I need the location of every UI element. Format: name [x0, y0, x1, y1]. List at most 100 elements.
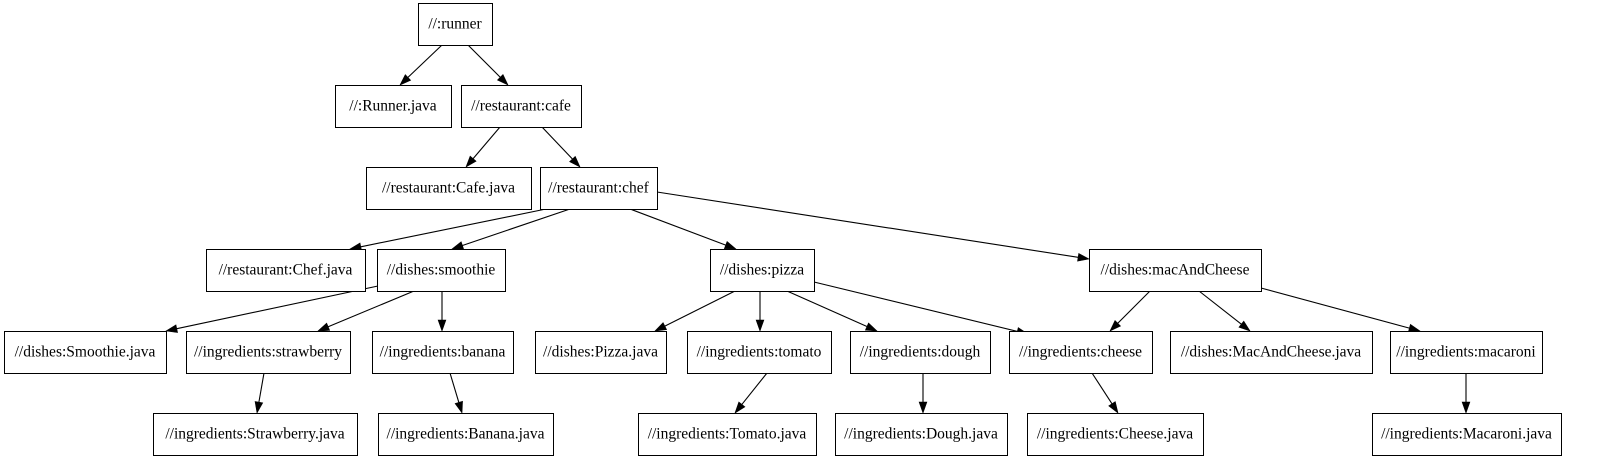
edge-dishes_smoothie-to-ing_strawberry [317, 290, 415, 332]
node-label: //ingredients:Banana.java [387, 426, 545, 443]
graph-node-tomato_java[interactable]: //ingredients:Tomato.java [638, 413, 817, 456]
node-box[interactable] [1009, 331, 1153, 374]
node-label: //ingredients:tomato [697, 344, 822, 361]
graph-node-ing_dough[interactable]: //ingredients:dough [850, 331, 991, 374]
edge-line [813, 281, 1018, 332]
edge-line [360, 208, 547, 248]
graph-node-strawberry_java[interactable]: //ingredients:Strawberry.java [153, 413, 358, 456]
node-box[interactable] [540, 167, 658, 210]
graph-node-ing_banana[interactable]: //ingredients:banana [372, 331, 514, 374]
graph-node-dishes_macandchz[interactable]: //dishes:macAndCheese [1089, 249, 1262, 292]
node-box[interactable] [638, 413, 817, 456]
graph-node-chef_java[interactable]: //restaurant:Chef.java [206, 249, 366, 292]
node-box[interactable] [1089, 249, 1262, 292]
edge-line [664, 290, 736, 327]
node-box[interactable] [687, 331, 832, 374]
node-box[interactable] [186, 331, 351, 374]
node-box[interactable] [535, 331, 667, 374]
edge-line [1198, 290, 1242, 325]
graph-node-macaroni_java[interactable]: //ingredients:Macaroni.java [1372, 413, 1562, 456]
graph-node-cafe_java[interactable]: //restaurant:Cafe.java [366, 167, 532, 210]
edge-line [741, 372, 768, 405]
graph-node-ing_strawberry[interactable]: //ingredients:strawberry [186, 331, 351, 374]
graph-node-pizza_java[interactable]: //dishes:Pizza.java [535, 331, 667, 374]
arrowhead-icon [1108, 401, 1119, 414]
graph-node-ing_tomato[interactable]: //ingredients:tomato [687, 331, 832, 374]
edge-line [462, 208, 571, 246]
edge-line [449, 372, 460, 403]
node-label: //dishes:pizza [720, 262, 804, 279]
graph-node-runner_java[interactable]: //:Runner.java [335, 85, 452, 128]
node-label: //ingredients:banana [380, 344, 506, 361]
arrowhead-icon [654, 322, 668, 332]
arrowhead-icon [1109, 319, 1122, 332]
edge-line [258, 372, 265, 403]
node-label: //ingredients:cheese [1019, 344, 1142, 361]
edge-restaurant_chef-to-dishes_smoothie [451, 208, 571, 250]
arrowhead-icon [1461, 401, 1471, 414]
edge-dishes_pizza-to-ing_dough [786, 290, 878, 332]
arrowhead-icon [465, 155, 477, 168]
node-box[interactable] [4, 331, 167, 374]
node-label: //restaurant:cafe [471, 98, 571, 115]
arrowhead-icon [864, 322, 878, 332]
node-box[interactable] [418, 3, 493, 46]
edge-restaurant_chef-to-chef_java [349, 208, 547, 251]
graph-node-restaurant_cafe[interactable]: //restaurant:cafe [461, 85, 582, 128]
node-box[interactable] [377, 249, 506, 292]
graph-node-dishes_smoothie[interactable]: //dishes:smoothie [377, 249, 506, 292]
edge-dishes_smoothie-to-smoothie_java [165, 285, 379, 333]
node-box[interactable] [461, 85, 582, 128]
graph-node-dishes_pizza[interactable]: //dishes:pizza [710, 249, 815, 292]
node-box[interactable] [378, 413, 554, 456]
node-box[interactable] [1027, 413, 1204, 456]
edge-line [629, 208, 726, 246]
graph-node-macandchz_java[interactable]: //dishes:MacAndCheese.java [1170, 331, 1373, 374]
graph-node-banana_java[interactable]: //ingredients:Banana.java [378, 413, 554, 456]
graph-node-runner[interactable]: //:runner [418, 3, 493, 46]
node-box[interactable] [153, 413, 358, 456]
node-box[interactable] [850, 331, 991, 374]
edge-dishes_macandchz-to-macandchz_java [1198, 290, 1251, 332]
edge-line [176, 285, 379, 330]
node-label: //ingredients:Strawberry.java [165, 426, 344, 443]
node-label: //restaurant:chef [548, 180, 650, 197]
edge-line [1117, 290, 1151, 324]
node-label: //:Runner.java [349, 98, 437, 115]
graph-node-ing_macaroni[interactable]: //ingredients:macaroni [1390, 331, 1543, 374]
edge-ing_strawberry-to-strawberry_java [254, 372, 265, 414]
arrowhead-icon [918, 401, 928, 414]
node-box[interactable] [1372, 413, 1562, 456]
node-label: //ingredients:Dough.java [844, 426, 998, 443]
node-box[interactable] [835, 413, 1008, 456]
edge-ing_macaroni-to-macaroni_java [1461, 373, 1471, 414]
node-label: //ingredients:Tomato.java [648, 426, 807, 443]
arrowhead-icon [317, 322, 331, 332]
graph-node-restaurant_chef[interactable]: //restaurant:chef [540, 167, 658, 210]
edge-line [1260, 287, 1410, 329]
node-label: //dishes:Smoothie.java [15, 344, 156, 361]
node-box[interactable] [710, 249, 815, 292]
edge-line [656, 191, 1079, 258]
node-label: //restaurant:Cafe.java [382, 180, 515, 197]
edge-restaurant_cafe-to-restaurant_chef [541, 126, 581, 168]
node-box[interactable] [372, 331, 514, 374]
node-box[interactable] [1390, 331, 1543, 374]
node-box[interactable] [366, 167, 532, 210]
edge-restaurant_chef-to-dishes_pizza [629, 208, 737, 250]
node-label: //dishes:smoothie [387, 262, 496, 279]
edge-ing_tomato-to-tomato_java [734, 372, 768, 414]
graph-node-smoothie_java[interactable]: //dishes:Smoothie.java [4, 331, 167, 374]
node-box[interactable] [206, 249, 366, 292]
graph-node-cheese_java[interactable]: //ingredients:Cheese.java [1027, 413, 1204, 456]
edge-dishes_pizza-to-pizza_java [654, 290, 736, 332]
arrowhead-icon [1238, 320, 1251, 332]
arrowhead-icon [437, 319, 447, 332]
graph-node-ing_cheese[interactable]: //ingredients:cheese [1009, 331, 1153, 374]
graph-node-dough_java[interactable]: //ingredients:Dough.java [835, 413, 1008, 456]
edge-line [407, 44, 443, 78]
edge-runner-to-restaurant_cafe [467, 44, 509, 86]
node-label: //ingredients:strawberry [194, 344, 342, 361]
node-box[interactable] [1170, 331, 1373, 374]
node-box[interactable] [335, 85, 452, 128]
